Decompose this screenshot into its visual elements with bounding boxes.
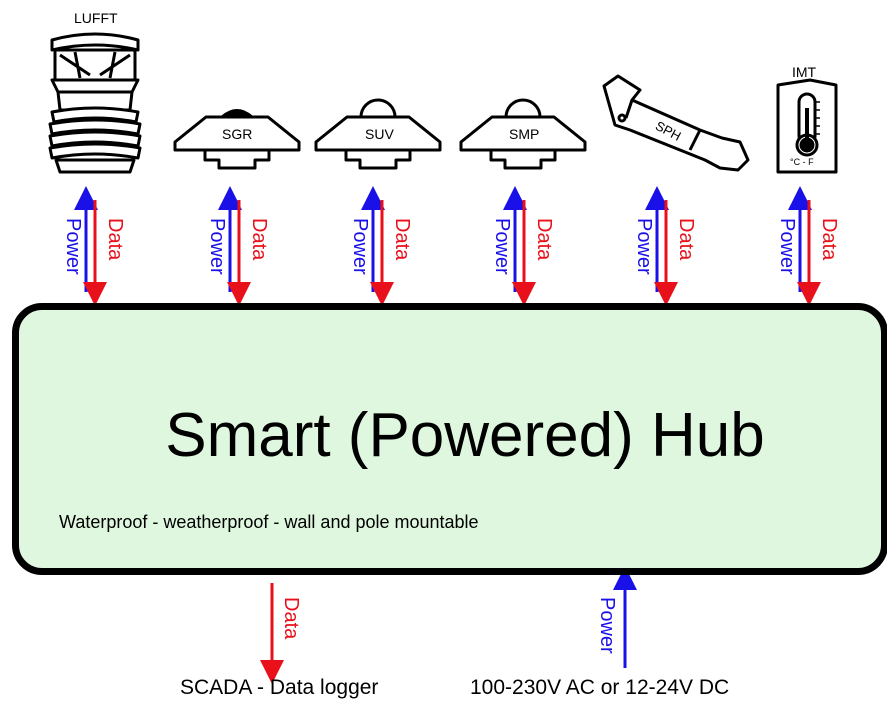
power-source-label: 100-230V AC or 12-24V DC bbox=[470, 676, 730, 699]
power-label: Power bbox=[349, 218, 371, 275]
hub-subtitle: Waterproof - weatherproof - wall and pol… bbox=[59, 512, 479, 532]
data-label: Data bbox=[391, 218, 413, 261]
sensor-arrows bbox=[74, 186, 821, 306]
input-power-label: Power bbox=[596, 597, 618, 654]
thermometer-unit-text: °C - F bbox=[790, 157, 814, 167]
sensor-label-sgr: SGR bbox=[222, 126, 253, 142]
sensor-label-smp: SMP bbox=[509, 126, 540, 142]
sensor-label-suv: SUV bbox=[365, 126, 394, 142]
sensor-label-imt: IMT bbox=[792, 64, 817, 80]
data-label: Data bbox=[533, 218, 555, 261]
output-data-label: Data bbox=[280, 597, 302, 640]
anemometer-icon bbox=[48, 32, 142, 174]
uv-sensor-icon bbox=[314, 98, 442, 170]
pyranometer-icon bbox=[173, 109, 301, 170]
data-label: Data bbox=[818, 218, 840, 261]
thermometer-icon bbox=[776, 78, 838, 174]
pyranometer-icon bbox=[459, 98, 587, 170]
probe-icon bbox=[602, 74, 750, 172]
scada-destination-label: SCADA - Data logger bbox=[180, 676, 379, 699]
data-label: Data bbox=[104, 218, 126, 261]
power-label: Power bbox=[491, 218, 513, 275]
power-label: Power bbox=[776, 218, 798, 275]
data-label: Data bbox=[248, 218, 270, 261]
power-label: Power bbox=[206, 218, 228, 275]
power-label: Power bbox=[633, 218, 655, 275]
sensor-label-lufft: LUFFT bbox=[74, 10, 118, 26]
data-label: Data bbox=[675, 218, 697, 261]
smart-hub-box: Smart (Powered) Hub Waterproof - weather… bbox=[12, 303, 887, 575]
power-label: Power bbox=[62, 218, 84, 275]
hub-title: Smart (Powered) Hub bbox=[165, 401, 765, 470]
